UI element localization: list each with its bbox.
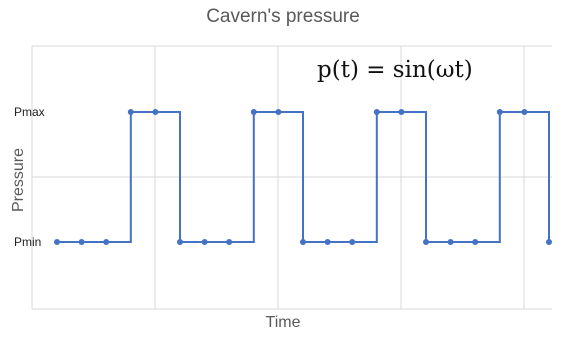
data-point-16: [447, 239, 454, 245]
data-point-14: [398, 109, 405, 115]
data-point-17: [472, 239, 479, 245]
data-point-3: [127, 109, 134, 115]
formula-annotation: p(t) = sin(ωt): [317, 57, 473, 83]
data-point-15: [423, 239, 429, 245]
data-point-0: [54, 239, 60, 245]
y-axis-label: Pressure: [10, 147, 27, 213]
x-axis-label: Time: [265, 314, 301, 331]
y-tick-label-pmax: Pmax: [14, 105, 45, 119]
data-point-9: [275, 109, 282, 115]
data-point-20: [546, 239, 552, 245]
data-point-12: [349, 239, 356, 245]
data-point-8: [250, 109, 257, 115]
data-point-2: [103, 239, 110, 245]
chart-title: Cavern's pressure: [206, 6, 360, 27]
y-tick-label-pmin: Pmin: [14, 235, 41, 249]
data-point-7: [226, 239, 233, 245]
data-point-19: [521, 109, 528, 115]
data-point-4: [152, 109, 159, 115]
data-point-6: [201, 239, 208, 245]
data-point-10: [300, 239, 306, 245]
data-point-18: [496, 109, 503, 115]
data-point-1: [78, 239, 85, 245]
data-point-5: [177, 239, 183, 245]
data-point-13: [373, 109, 380, 115]
data-point-11: [324, 239, 331, 245]
